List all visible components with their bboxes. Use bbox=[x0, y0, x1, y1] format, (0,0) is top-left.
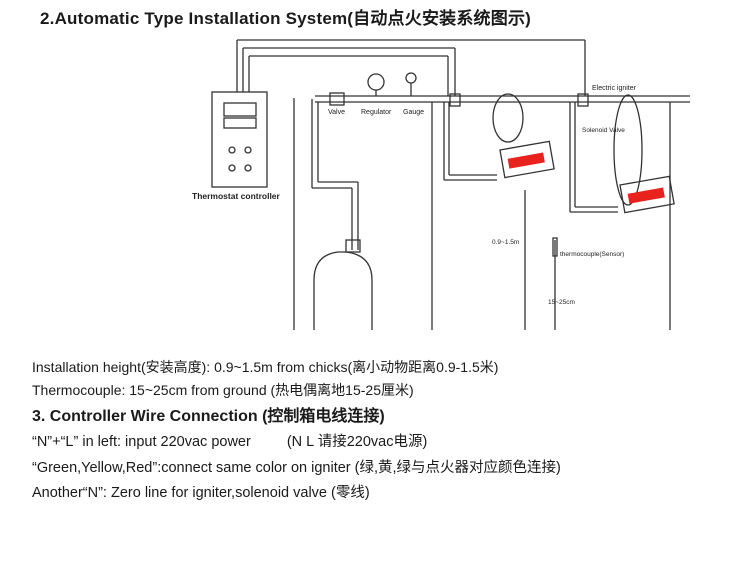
electric-igniter-label: Electric igniter bbox=[592, 85, 637, 92]
section-heading: 3. Controller Wire Connection (控制箱电线连接) bbox=[32, 408, 385, 425]
gauge-label: Gauge bbox=[403, 109, 424, 116]
thermocouple-position-text: Thermocouple: 15~25cm from ground (热电偶离地… bbox=[32, 382, 414, 398]
gas-cylinder bbox=[313, 251, 373, 330]
junction-box-1 bbox=[449, 93, 461, 107]
heater-2-element bbox=[627, 187, 665, 204]
zero-line-text: Another“N”: Zero line for igniter,soleno… bbox=[32, 485, 370, 501]
thermocouple-label: thermocouple(Sensor) bbox=[560, 251, 624, 258]
regulator-label: Regulator bbox=[361, 109, 392, 116]
heater-2 bbox=[619, 175, 675, 214]
ground-range-label: 15~25cm bbox=[548, 299, 575, 306]
controller-knob bbox=[228, 164, 236, 172]
thermostat-controller bbox=[211, 91, 268, 188]
heater-1-element bbox=[507, 152, 545, 169]
page-title: 2.Automatic Type Installation System(自动点… bbox=[40, 9, 532, 28]
controller-display-2 bbox=[223, 117, 257, 129]
controller-knob bbox=[244, 146, 252, 154]
controller-knob bbox=[244, 164, 252, 172]
junction-box-2 bbox=[577, 93, 589, 107]
power-input-line: “N”+“L” in left: input 220vac power (N L … bbox=[32, 430, 427, 451]
power-input-chinese: (N L 请接220vac电源) bbox=[286, 434, 428, 450]
installation-height-text: Installation height(安装高度): 0.9~1.5m from… bbox=[32, 359, 499, 375]
controller-display-1 bbox=[223, 102, 257, 117]
igniter-color-line: “Green,Yellow,Red”:connect same color on… bbox=[32, 460, 561, 476]
thermocouple-sensor bbox=[552, 237, 558, 257]
solenoid-valve-label: Solenoid Valve bbox=[582, 127, 625, 134]
height-range-label: 0.9~1.5m bbox=[492, 239, 519, 246]
regulator bbox=[367, 73, 385, 91]
igniter-wire-loop-2 bbox=[613, 94, 643, 206]
power-input-text: “N”+“L” in left: input 220vac power bbox=[32, 434, 251, 450]
thermostat-controller-label: Thermostat controller bbox=[192, 191, 281, 201]
heater-1 bbox=[499, 140, 555, 179]
valve-label: Valve bbox=[328, 109, 345, 116]
controller-knob bbox=[228, 146, 236, 154]
igniter-wire-loop-1 bbox=[492, 93, 524, 143]
pressure-gauge bbox=[405, 72, 417, 84]
valve bbox=[329, 92, 345, 106]
